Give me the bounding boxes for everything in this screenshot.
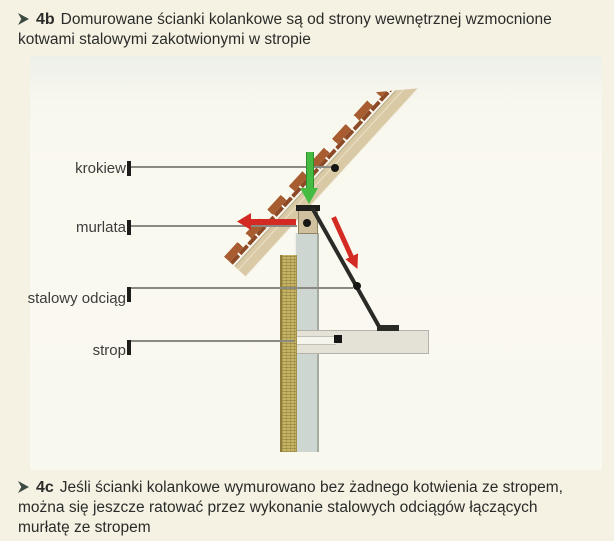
leader-dot-krokiew — [331, 164, 339, 172]
label-tick-stalowy-odciag — [127, 287, 131, 302]
leader-line-murlata — [131, 225, 297, 227]
wall-insulation-strip — [280, 255, 297, 452]
leader-dot-stalowy-odciag — [353, 282, 361, 290]
label-tick-strop — [127, 340, 131, 355]
steel-tie-foot — [377, 325, 399, 331]
label-krokiew: krokiew — [75, 160, 126, 177]
floor-slab — [294, 330, 429, 354]
wall-plate-anchor-dot — [303, 219, 311, 227]
caption-4c-line1: Jeśli ścianki kolankowe wymurowano bez ż… — [59, 479, 563, 496]
thrust-arrow-left-shaft — [250, 219, 296, 225]
bullet-chevron-icon — [18, 481, 29, 493]
label-tick-krokiew — [127, 161, 131, 176]
caption-4c-line2: można się jeszcze ratować przez wykonani… — [18, 499, 538, 516]
caption-4c: 4c Jeśli ścianki kolankowe wymurowano bez… — [18, 478, 606, 538]
label-strop: strop — [92, 342, 126, 359]
caption-4c-line3: murłatę ze stropem — [18, 519, 151, 536]
caption-4b-line2: kotwami stalowymi zakotwionymi w stropie — [18, 31, 311, 48]
bullet-chevron-icon — [18, 13, 29, 25]
leader-line-krokiew — [131, 166, 332, 168]
leader-line-strop — [131, 340, 294, 342]
caption-4b: 4b Domurowane ścianki kolankowe są od str… — [18, 10, 606, 50]
label-stalowy-odciag: stalowy odciąg — [27, 290, 126, 307]
leader-line-stalowy-odciag — [131, 287, 353, 289]
wall-plate-anchor-bar — [296, 205, 320, 211]
leader-dot-strop — [334, 335, 342, 343]
load-arrow-down-shaft — [306, 152, 314, 189]
caption-4b-id: 4b — [36, 11, 55, 28]
label-murlata: murlata — [75, 219, 126, 236]
caption-4c-id: 4c — [36, 479, 54, 496]
caption-4b-line1: Domurowane ścianki kolankowe są od stron… — [60, 11, 552, 28]
slab-leader-channel — [294, 336, 336, 345]
label-tick-murlata — [127, 220, 131, 235]
